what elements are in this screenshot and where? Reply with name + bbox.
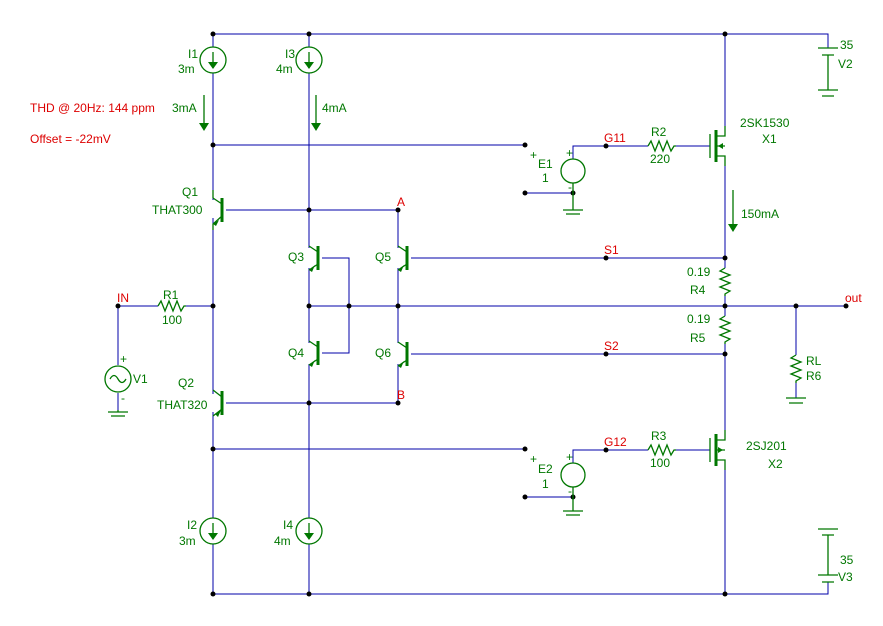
i3-value: 4m (276, 62, 293, 76)
rl-name: RL (806, 354, 822, 368)
ground-rl (786, 397, 806, 404)
net-label-s2: S2 (604, 339, 619, 353)
transistor-q6[interactable] (397, 341, 409, 368)
e1-plus-input: + (530, 148, 537, 162)
i2-value: 3m (179, 534, 196, 548)
x1-name: X1 (762, 132, 777, 146)
r2-value: 220 (650, 152, 670, 166)
r4-value: 0.19 (687, 265, 711, 279)
e1-name: E1 (538, 157, 553, 171)
e2-plus-output: + (566, 450, 573, 464)
v3-value: 35 (840, 553, 854, 567)
q1-model: THAT300 (152, 203, 203, 217)
r1-value: 100 (162, 313, 182, 327)
net-label-in: IN (117, 291, 129, 305)
current-label-i1: 3mA (172, 101, 197, 115)
battery-v3[interactable] (818, 528, 838, 583)
rl-ref: R6 (806, 369, 822, 383)
battery-v2[interactable] (818, 47, 838, 97)
junctions (115, 31, 849, 597)
resistor-r3[interactable] (647, 443, 676, 457)
r3-value: 100 (650, 456, 670, 470)
r4-name: R4 (690, 283, 706, 297)
current-source-i1[interactable] (199, 46, 227, 74)
i4-value: 4m (274, 534, 291, 548)
offset-annotation: Offset = -22mV (30, 132, 111, 146)
net-label-g12: G12 (604, 435, 627, 449)
net-label-a: A (397, 195, 405, 209)
current-arrow-i3 (311, 95, 321, 131)
i1-name: I1 (188, 47, 198, 61)
r3-name: R3 (651, 429, 667, 443)
e2-name: E2 (538, 462, 553, 476)
r2-name: R2 (651, 125, 667, 139)
current-source-i2[interactable] (199, 517, 227, 545)
v2-value: 35 (840, 38, 854, 52)
net-label-s1: S1 (604, 243, 619, 257)
current-arrow-mosfet (728, 190, 738, 232)
thd-annotation: THD @ 20Hz: 144 ppm (30, 101, 155, 115)
v3-name: V3 (838, 570, 853, 584)
transistor-q5[interactable] (397, 245, 409, 272)
q6-name: Q6 (375, 346, 391, 360)
current-label-mosfet: 150mA (741, 207, 779, 221)
current-arrow-i1 (199, 95, 209, 131)
v2-name: V2 (838, 57, 853, 71)
vcvs-e2[interactable] (560, 462, 586, 516)
r5-value: 0.19 (687, 312, 711, 326)
voltage-source-v1[interactable] (104, 365, 132, 417)
e1-gain: 1 (542, 171, 549, 185)
q3-name: Q3 (288, 250, 304, 264)
q1-name: Q1 (182, 185, 198, 199)
q4-name: Q4 (288, 346, 304, 360)
e1-minus-output: - (568, 180, 572, 194)
resistor-r1[interactable] (157, 299, 186, 313)
i3-name: I3 (285, 47, 295, 61)
r1-name: R1 (163, 288, 179, 302)
mosfet-x1[interactable] (709, 126, 726, 166)
q5-name: Q5 (375, 250, 391, 264)
wires (117, 33, 846, 595)
net-label-g11: G11 (604, 131, 626, 145)
current-label-i3: 4mA (322, 101, 347, 115)
e2-minus-output: - (568, 484, 572, 498)
x1-model: 2SK1530 (740, 116, 790, 130)
mosfet-x2[interactable] (709, 430, 726, 470)
i1-value: 3m (178, 62, 195, 76)
r5-name: R5 (690, 331, 706, 345)
resistor-r2[interactable] (647, 139, 676, 153)
current-source-i3[interactable] (295, 46, 323, 74)
i2-name: I2 (187, 518, 197, 532)
vcvs-e1[interactable] (560, 158, 586, 215)
transistor-q1[interactable] (212, 190, 224, 230)
e2-gain: 1 (542, 477, 549, 491)
transistor-q2[interactable] (212, 389, 224, 417)
resistor-rl[interactable] (789, 354, 803, 383)
current-source-i4[interactable] (295, 517, 323, 545)
q2-name: Q2 (178, 376, 194, 390)
x2-name: X2 (768, 457, 783, 471)
e1-plus-output: + (566, 146, 573, 160)
x2-model: 2SJ201 (746, 439, 787, 453)
e2-plus-input: + (530, 452, 537, 466)
q2-model: THAT320 (157, 398, 208, 412)
v1-name: V1 (133, 372, 148, 386)
net-label-b: B (397, 388, 405, 402)
resistor-r4[interactable] (718, 267, 732, 296)
v1-plus: + (120, 352, 127, 366)
transistor-q3[interactable] (308, 245, 320, 272)
v1-minus: - (121, 391, 125, 405)
net-label-out: out (845, 291, 862, 305)
resistor-r5[interactable] (718, 315, 732, 344)
transistor-q4[interactable] (308, 340, 320, 367)
i4-name: I4 (283, 518, 293, 532)
